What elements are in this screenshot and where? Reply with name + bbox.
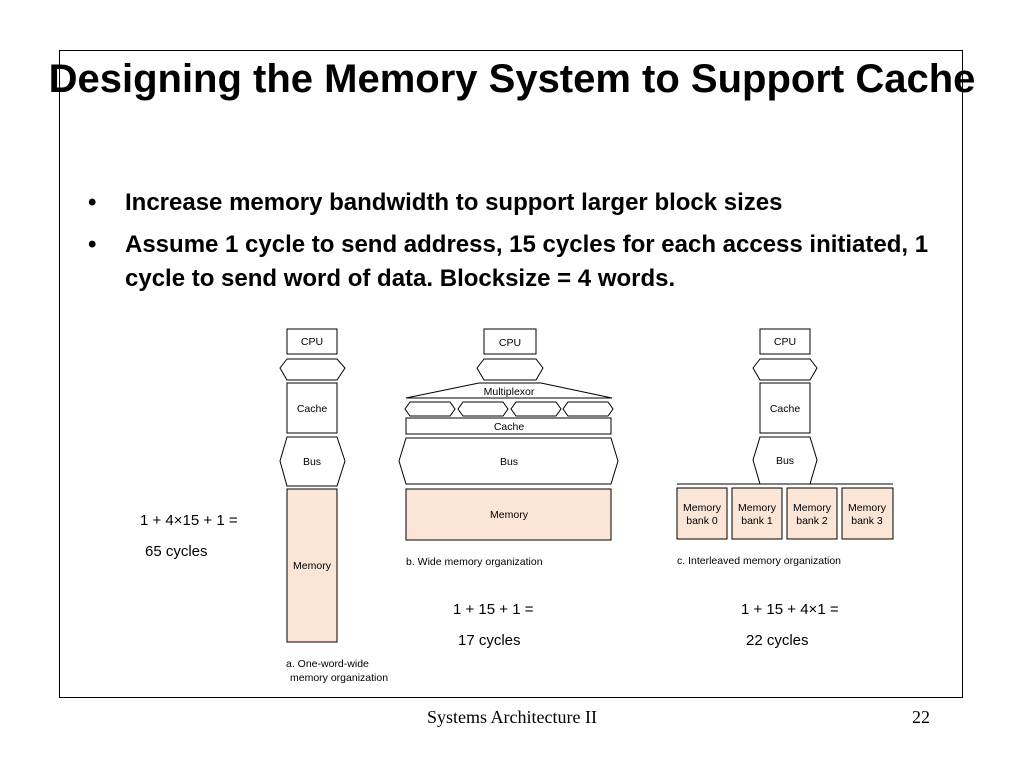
memory-bank-2-box — [786, 487, 838, 540]
footer-text: Systems Architecture II — [427, 707, 597, 727]
calc-c-line2: 22 cycles — [746, 632, 809, 649]
memory-bank-3-box — [841, 487, 894, 540]
bullet-marker-1: • — [88, 189, 97, 216]
slide-frame — [59, 50, 963, 698]
memory-box-a — [286, 488, 338, 643]
cache-box-a — [286, 382, 338, 434]
memory-box-b — [405, 488, 612, 541]
cpu-box-b — [483, 328, 537, 355]
caption-a-line1: a. One-word-wide — [286, 658, 369, 670]
cpu-label-b: CPU — [499, 337, 521, 349]
bank-3-label-line1: Memory — [848, 502, 887, 514]
wide-organization — [398, 328, 619, 541]
cpu-label-a: CPU — [301, 336, 323, 348]
calc-b-line2: 17 cycles — [458, 632, 521, 649]
bullet-text-1: Increase memory bandwidth to support lar… — [125, 189, 783, 216]
calc-c-line1: 1 + 15 + 4×1 = — [741, 601, 839, 618]
calc-a-line1: 1 + 4×15 + 1 = — [140, 512, 238, 529]
one-word-wide-organization — [279, 328, 346, 643]
interleaved-organization — [676, 328, 894, 540]
connector-mux-cache-b-2 — [510, 401, 562, 417]
bank-2-label-line2: bank 2 — [796, 515, 828, 527]
bank-1-label-line2: bank 1 — [741, 515, 773, 527]
bullet-text-2: Assume 1 cycle to send address, 15 cycle… — [125, 231, 929, 292]
multiplexor-b — [405, 382, 613, 399]
cache-label-a: Cache — [297, 403, 328, 415]
bank-3-label-line2: bank 3 — [851, 515, 883, 527]
cpu-box-a — [286, 328, 338, 355]
cache-box-b — [405, 417, 612, 435]
memory-label-b: Memory — [490, 509, 529, 521]
connector-mux-cache-b-3 — [562, 401, 614, 417]
memory-bank-0-box — [676, 487, 728, 540]
bank-2-label-line1: Memory — [793, 502, 832, 514]
calc-b-line1: 1 + 15 + 1 = — [453, 601, 534, 618]
bank-0-label-line2: bank 0 — [686, 515, 718, 527]
connector-cpu-cache-a — [279, 358, 346, 381]
connector-mux-cache-b-0 — [404, 401, 456, 417]
bus-label-a: Bus — [303, 456, 321, 468]
caption-c: c. Interleaved memory organization — [677, 555, 841, 567]
bus-label-b: Bus — [500, 456, 518, 468]
bank-1-label-line1: Memory — [738, 502, 777, 514]
connector-cpu-cache-c — [752, 358, 818, 381]
connector-cpu-mux-b — [476, 358, 544, 381]
memory-label-a: Memory — [293, 560, 332, 572]
cache-label-c: Cache — [770, 403, 801, 415]
connector-mux-cache-b-1 — [457, 401, 509, 417]
memory-bank-1-box — [731, 487, 783, 540]
bus-label-c: Bus — [776, 455, 794, 467]
cpu-label-c: CPU — [774, 336, 796, 348]
bank-0-label-line1: Memory — [683, 502, 722, 514]
bus-a — [279, 436, 346, 487]
bus-b — [398, 437, 619, 485]
slide-title: Designing the Memory System to Support C… — [48, 57, 976, 101]
cpu-box-c — [759, 328, 811, 355]
cache-box-c — [759, 382, 811, 434]
page-number: 22 — [912, 707, 930, 727]
multiplexor-label-b: Multiplexor — [484, 386, 535, 398]
caption-a-line2: memory organization — [290, 672, 388, 684]
calc-a-line2: 65 cycles — [145, 543, 208, 560]
caption-b: b. Wide memory organization — [406, 556, 543, 568]
cache-label-b: Cache — [494, 421, 525, 433]
bullet-marker-2: • — [88, 231, 97, 258]
